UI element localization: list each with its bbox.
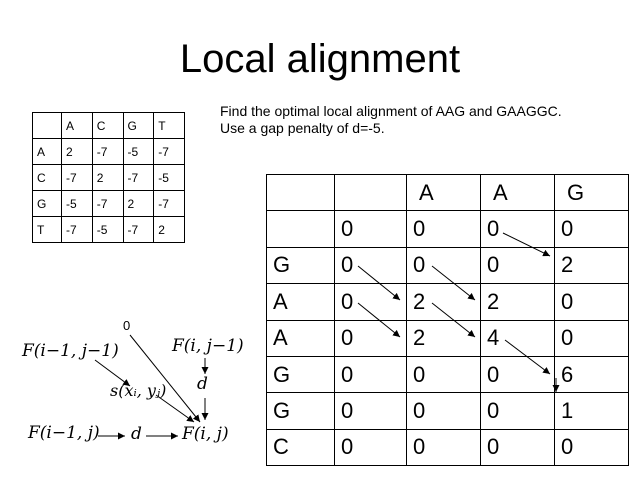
score-cell: -7 xyxy=(91,138,124,165)
diagram-zero-label: 0 xyxy=(123,318,131,333)
dp-col-header: G xyxy=(554,173,629,212)
slide-title: Local alignment xyxy=(179,37,461,81)
dp-row-label: A xyxy=(266,319,335,357)
score-header-row: A C G T xyxy=(32,112,185,139)
dp-cell: 2 xyxy=(480,283,555,321)
diagram-f-up-label: F(i, j−1) xyxy=(172,336,244,356)
dp-row: G 0 0 0 6 xyxy=(266,355,629,394)
score-cell: -5 xyxy=(122,138,155,165)
dp-cell: 0 xyxy=(554,319,629,357)
dp-col-header: A xyxy=(406,173,481,212)
dp-row-label: G xyxy=(266,355,335,394)
dp-row: C 0 0 0 0 xyxy=(266,428,629,467)
score-row: T -7 -5 -7 2 xyxy=(32,216,185,243)
score-row-label: C xyxy=(32,164,62,191)
score-matrix: A C G T A 2 -7 -5 -7 C -7 2 -7 -5 G -5 -… xyxy=(32,112,185,243)
dp-cell: 0 xyxy=(554,428,629,467)
dp-cell: 4 xyxy=(480,319,555,357)
dp-cell: 2 xyxy=(554,246,629,285)
dp-row: G 0 0 0 2 xyxy=(266,246,629,285)
score-row-label: T xyxy=(32,216,62,243)
dp-cell: 0 xyxy=(334,355,407,394)
diagram-f-current-label: F(i, j) xyxy=(182,424,229,444)
dp-cell: 2 xyxy=(406,319,481,357)
dp-row-label xyxy=(266,210,335,248)
dp-matrix: A A G 0 0 0 0 G 0 0 0 2 A 0 2 2 0 A 0 2 … xyxy=(266,173,629,467)
score-cell: -7 xyxy=(61,216,93,243)
diagram-f-left-label: F(i−1, j) xyxy=(28,423,100,443)
dp-cell: 0 xyxy=(334,319,407,357)
dp-cell: 0 xyxy=(334,210,407,248)
dp-col-header: A xyxy=(480,173,555,212)
dp-corner-cell xyxy=(266,173,335,212)
diagram-f-prev-diag-label: F(i−1, j−1) xyxy=(22,341,119,361)
instructions: Find the optimal local alignment of AAG … xyxy=(220,103,630,137)
dp-cell: 0 xyxy=(406,392,481,430)
score-cell: -7 xyxy=(91,190,124,217)
diagram-gap-vertical-label: d xyxy=(197,374,208,394)
dp-cell: 2 xyxy=(406,283,481,321)
dp-row-label: G xyxy=(266,246,335,285)
score-cell: 2 xyxy=(122,190,155,217)
score-cell: -7 xyxy=(122,216,155,243)
dp-header-row: A A G xyxy=(266,173,629,212)
dp-cell: 0 xyxy=(480,210,555,248)
dp-cell: 0 xyxy=(406,246,481,285)
diagram-gap-horizontal-label: d xyxy=(131,424,142,444)
dp-corner-cell xyxy=(334,173,407,212)
dp-cell: 0 xyxy=(480,392,555,430)
dp-row-label: A xyxy=(266,283,335,321)
dp-row-label: C xyxy=(266,428,335,467)
score-cell: -5 xyxy=(153,164,185,191)
dp-row: 0 0 0 0 xyxy=(266,210,629,248)
dp-cell: 0 xyxy=(334,283,407,321)
score-row-label: G xyxy=(32,190,62,217)
score-row-label: A xyxy=(32,138,62,165)
dp-cell: 0 xyxy=(480,355,555,394)
dp-row-label: G xyxy=(266,392,335,430)
dp-row: G 0 0 0 1 xyxy=(266,392,629,430)
instruction-line: Use a gap penalty of d=-5. xyxy=(220,120,385,136)
score-col-header: C xyxy=(91,112,124,139)
score-cell: 2 xyxy=(153,216,185,243)
score-cell: 2 xyxy=(91,164,124,191)
dp-cell: 1 xyxy=(554,392,629,430)
score-cell: -5 xyxy=(61,190,93,217)
score-col-header: T xyxy=(153,112,185,139)
dp-cell: 0 xyxy=(554,210,629,248)
diagram-score-label: s(xᵢ, yⱼ) xyxy=(110,381,167,400)
score-col-header: G xyxy=(122,112,155,139)
dp-row: A 0 2 2 0 xyxy=(266,283,629,321)
score-corner-cell xyxy=(32,112,62,139)
score-cell: -7 xyxy=(61,164,93,191)
score-col-header: A xyxy=(61,112,93,139)
score-row: A 2 -7 -5 -7 xyxy=(32,138,185,165)
dp-cell: 0 xyxy=(334,246,407,285)
dp-cell: 0 xyxy=(406,428,481,467)
score-cell: -7 xyxy=(153,138,185,165)
dp-cell: 6 xyxy=(554,355,629,394)
score-row: G -5 -7 2 -7 xyxy=(32,190,185,217)
dp-cell: 0 xyxy=(554,283,629,321)
dp-cell: 0 xyxy=(334,428,407,467)
dp-cell: 0 xyxy=(406,210,481,248)
score-cell: -7 xyxy=(122,164,155,191)
dp-cell: 0 xyxy=(334,392,407,430)
score-cell: -7 xyxy=(153,190,185,217)
dp-cell: 0 xyxy=(406,355,481,394)
score-row: C -7 2 -7 -5 xyxy=(32,164,185,191)
score-cell: 2 xyxy=(61,138,93,165)
instruction-line: Find the optimal local alignment of AAG … xyxy=(220,103,562,119)
dp-row: A 0 2 4 0 xyxy=(266,319,629,357)
score-cell: -5 xyxy=(91,216,124,243)
dp-cell: 0 xyxy=(480,246,555,285)
dp-cell: 0 xyxy=(480,428,555,467)
